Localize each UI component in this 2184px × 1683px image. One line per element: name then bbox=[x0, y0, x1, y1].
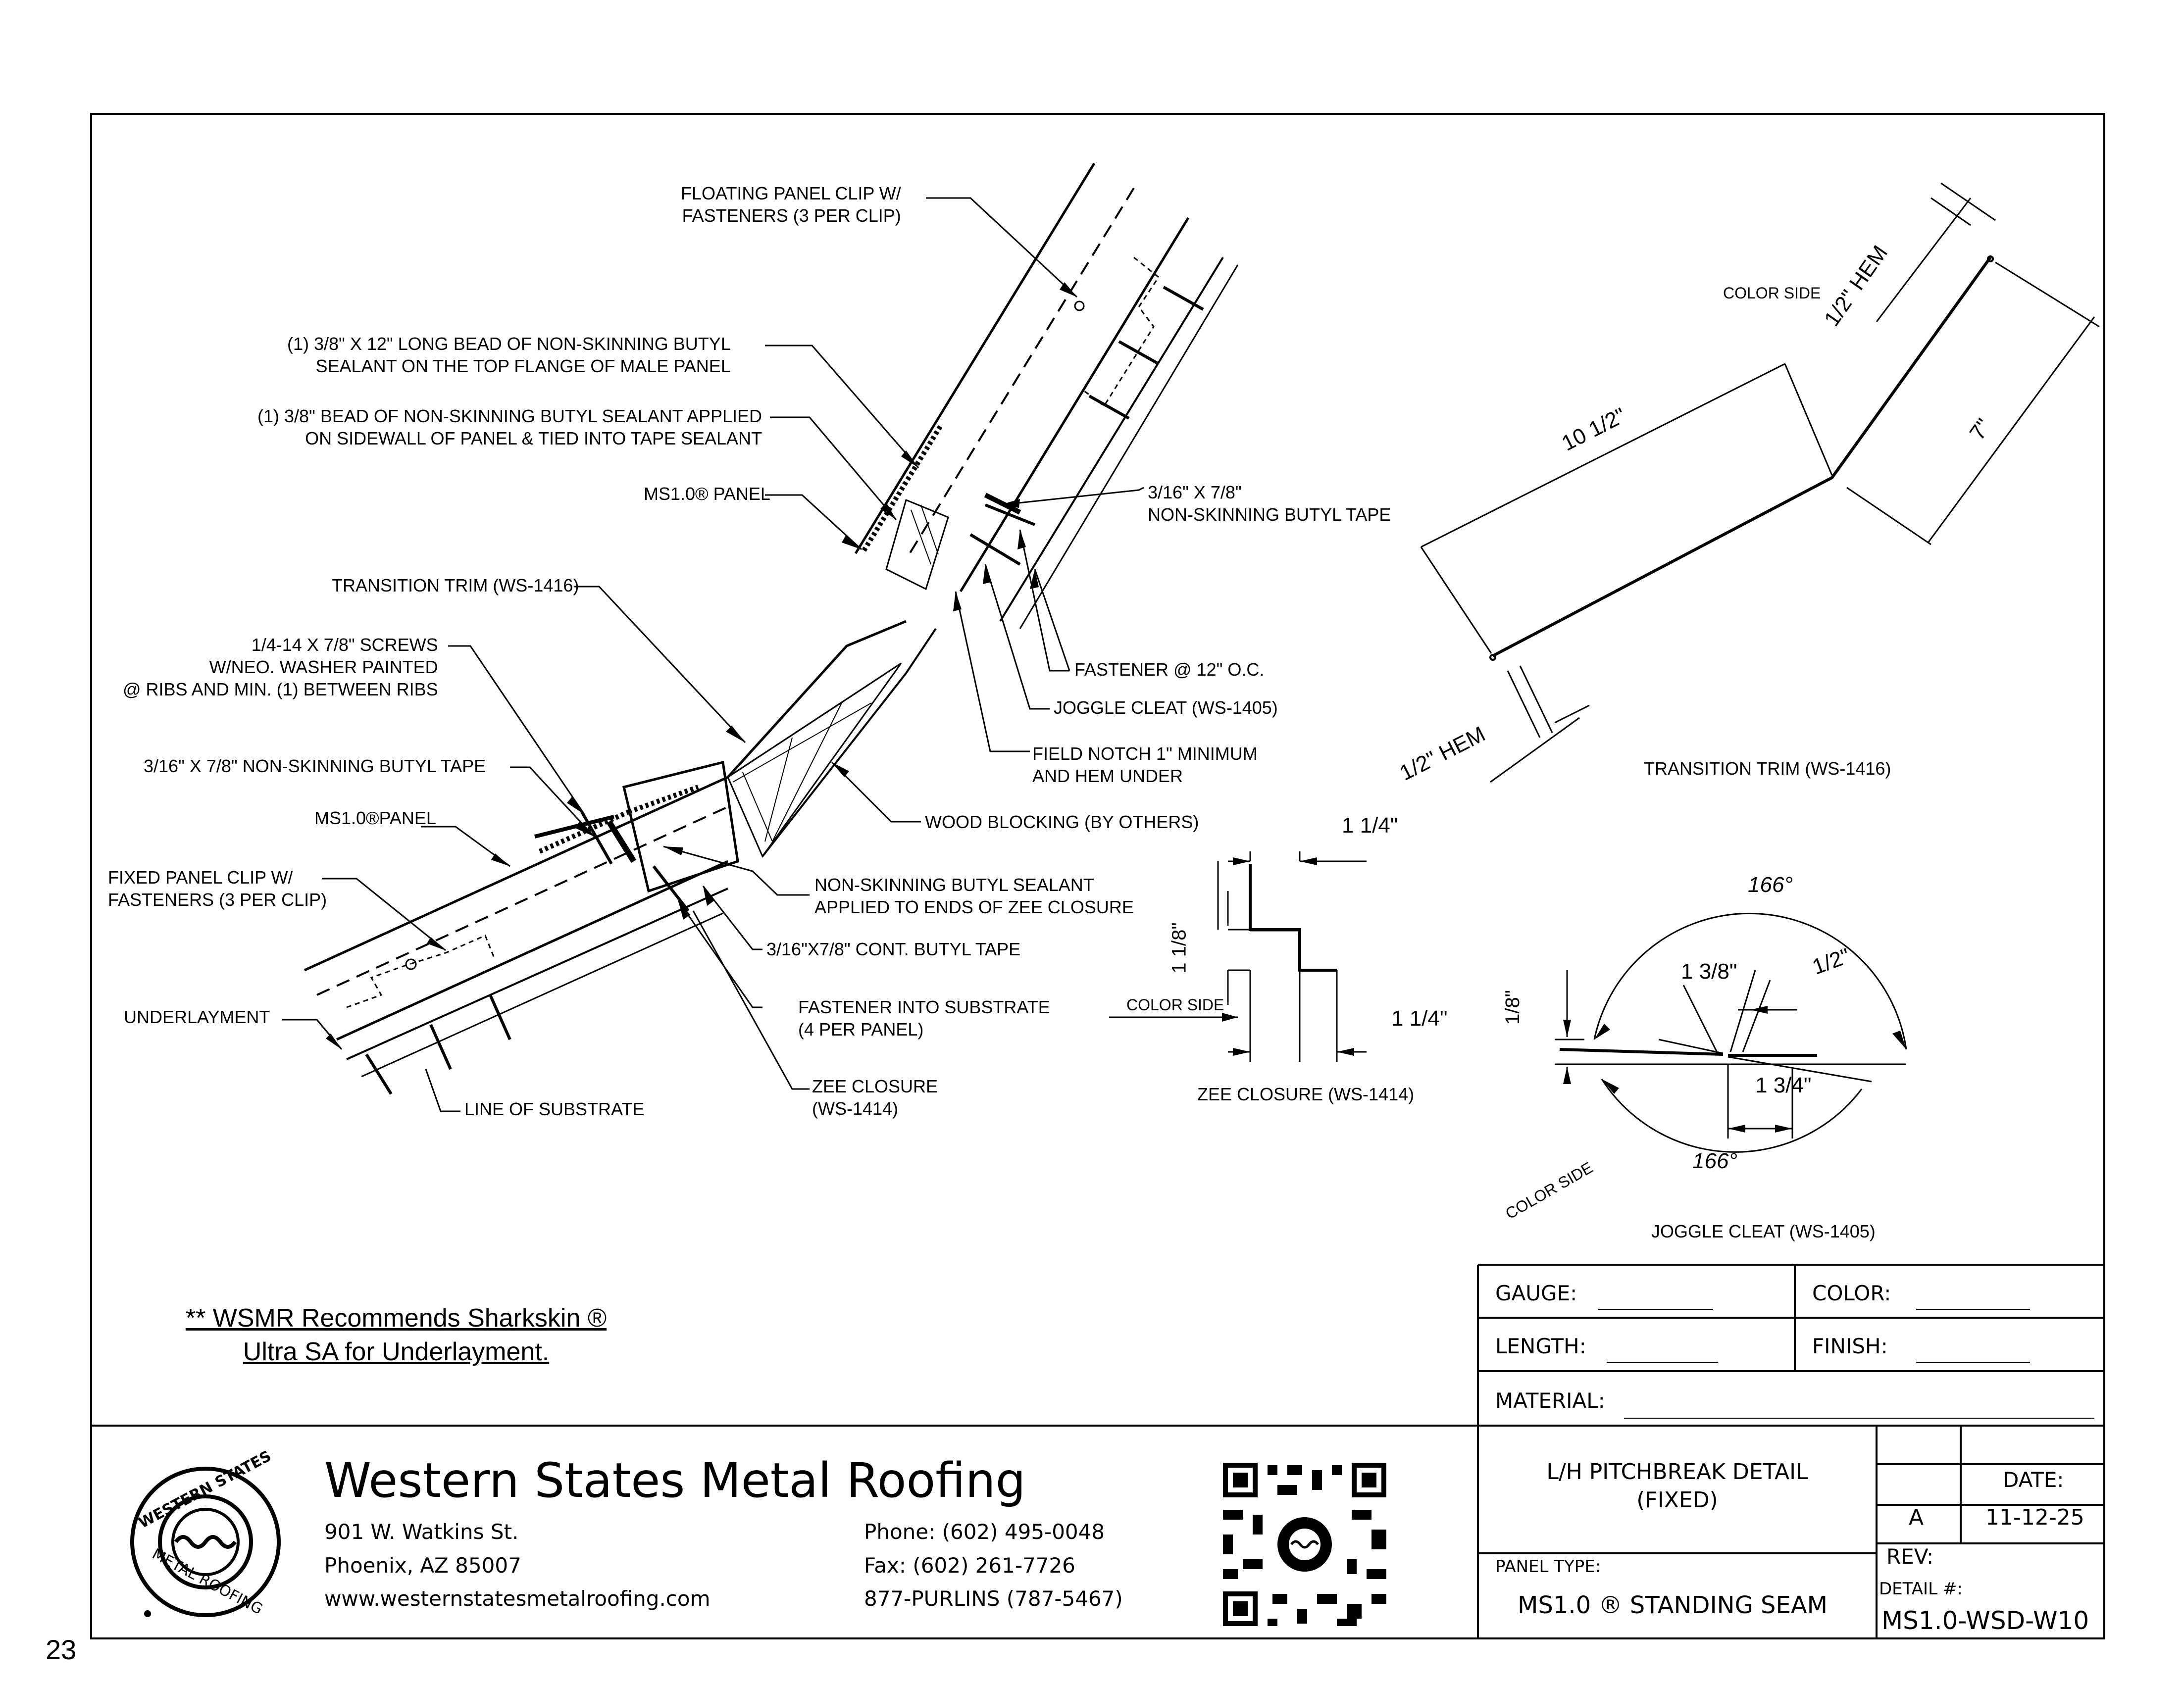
revision-date: 11-12-25 bbox=[1985, 1505, 2084, 1530]
zee-closure-label: ZEE CLOSURE (WS-1414) bbox=[812, 1076, 938, 1119]
zee-dim-bottom-label: 1 1/4" bbox=[1391, 1006, 1448, 1031]
zee-color-side-label: COLOR SIDE bbox=[1126, 996, 1224, 1014]
zee-dim-mid-label: 1 1/8" bbox=[1168, 922, 1190, 974]
wood-blocking-label: WOOD BLOCKING (BY OTHERS) bbox=[925, 812, 1199, 832]
butyl-sealant-zee-label: NON-SKINNING BUTYL SEALANT APPLIED TO EN… bbox=[814, 875, 1134, 917]
zee-closure-arrowheads bbox=[1222, 857, 1354, 1056]
fastener-12oc-label: FASTENER @ 12" O.C. bbox=[1074, 659, 1265, 680]
panel-type-value: MS1.0 ® STANDING SEAM bbox=[1518, 1591, 1828, 1619]
joggle-dim-18-label: 1/8" bbox=[1501, 990, 1524, 1025]
ms-panel-lower-label: MS1.0®PANEL bbox=[314, 808, 436, 828]
trim-color-side-label: COLOR SIDE bbox=[1723, 284, 1821, 302]
fixed-clip-label: FIXED PANEL CLIP W/ FASTENERS (3 PER CLI… bbox=[108, 867, 327, 910]
butyl-bead-side-label: (1) 3/8" BEAD OF NON-SKINNING BUTYL SEAL… bbox=[257, 406, 762, 448]
note-line-2: Ultra SA for Underlayment. bbox=[243, 1337, 550, 1366]
company-logo bbox=[130, 1467, 281, 1617]
company-address-2: Phoenix, AZ 85007 bbox=[324, 1553, 521, 1578]
page-number: 23 bbox=[46, 1634, 77, 1665]
drawing-frame bbox=[90, 113, 2105, 1639]
leader-lines bbox=[282, 197, 1144, 1112]
company-name: Western States Metal Roofing bbox=[324, 1453, 1026, 1508]
color-label: COLOR: bbox=[1812, 1281, 1891, 1305]
underlayment-note: ** WSMR Recommends Sharkskin ® Ultra SA … bbox=[149, 1302, 644, 1369]
transition-trim-geometry bbox=[727, 620, 937, 858]
material-label: MATERIAL: bbox=[1495, 1388, 1605, 1413]
company-phone: Phone: (602) 495-0048 bbox=[864, 1520, 1105, 1544]
zee-detail-title: ZEE CLOSURE (WS-1414) bbox=[1197, 1084, 1415, 1104]
panel-type-label: PANEL TYPE: bbox=[1495, 1557, 1601, 1577]
company-website: www.westernstatesmetalroofing.com bbox=[324, 1586, 711, 1611]
trim-profile-detail bbox=[1420, 182, 2100, 783]
date-label: DATE: bbox=[2003, 1468, 2064, 1492]
length-label: LENGTH: bbox=[1495, 1334, 1586, 1358]
screws-label: 1/4-14 X 7/8" SCREWS W/NEO. WASHER PAINT… bbox=[123, 635, 438, 699]
company-address-1: 901 W. Watkins St. bbox=[324, 1520, 519, 1544]
note-line-1: ** WSMR Recommends Sharkskin ® bbox=[185, 1304, 607, 1333]
cont-butyl-tape-label: 3/16"X7/8" CONT. BUTYL TAPE bbox=[766, 939, 1021, 959]
joggle-angle-bottom-label: 166° bbox=[1692, 1149, 1738, 1173]
rev-label: REV: bbox=[1886, 1544, 1934, 1569]
qr-code bbox=[1223, 1463, 1386, 1626]
trim-detail-title: TRANSITION TRIM (WS-1416) bbox=[1644, 758, 1891, 779]
company-purlins: 877-PURLINS (787-5467) bbox=[864, 1586, 1123, 1611]
underlayment-label: UNDERLAYMENT bbox=[124, 1007, 270, 1027]
detail-number: MS1.0-WSD-W10 bbox=[1881, 1606, 2089, 1635]
transition-trim-label: TRANSITION TRIM (WS-1416) bbox=[332, 575, 579, 595]
fastener-substrate-label: FASTENER INTO SUBSTRATE (4 PER PANEL) bbox=[798, 997, 1050, 1040]
lower-panel-assembly bbox=[304, 760, 739, 1078]
joggle-detail-title: JOGGLE CLEAT (WS-1405) bbox=[1651, 1221, 1876, 1241]
zee-dim-top-label: 1 1/4" bbox=[1342, 813, 1398, 838]
detail-title: L/H PITCHBREAK DETAIL (FIXED) bbox=[1546, 1459, 1808, 1513]
joggle-dim-134-label: 1 3/4" bbox=[1755, 1073, 1812, 1097]
joggle-dim-138-label: 1 3/8" bbox=[1681, 959, 1737, 984]
upper-fasteners bbox=[969, 286, 1204, 566]
joggle-cleat-detail bbox=[1555, 912, 1907, 1153]
upper-panel-assembly bbox=[854, 162, 1239, 629]
detail-number-label: DETAIL #: bbox=[1879, 1579, 1963, 1599]
joggle-cleat-label: JOGGLE CLEAT (WS-1405) bbox=[1054, 697, 1278, 718]
ms-panel-upper-label: MS1.0® PANEL bbox=[644, 484, 770, 504]
spec-blanks bbox=[1598, 1309, 2094, 1419]
joggle-arrowheads bbox=[1563, 1006, 1906, 1133]
gauge-label: GAUGE: bbox=[1495, 1281, 1577, 1305]
finish-label: FINISH: bbox=[1812, 1334, 1888, 1358]
zee-closure-detail bbox=[1109, 851, 1367, 1062]
line-of-substrate-label: LINE OF SUBSTRATE bbox=[464, 1099, 645, 1119]
field-notch-label: FIELD NOTCH 1" MINIMUM AND HEM UNDER bbox=[1032, 743, 1258, 786]
butyl-tape-lower-label: 3/16" X 7/8" NON-SKINNING BUTYL TAPE bbox=[144, 756, 486, 776]
arrowheads bbox=[326, 282, 1077, 1049]
joggle-angle-top-label: 166° bbox=[1748, 873, 1793, 897]
title-block-lines bbox=[90, 1264, 2105, 1639]
butyl-tape-upper-label: 3/16" X 7/8" NON-SKINNING BUTYL TAPE bbox=[1148, 482, 1391, 525]
lower-fasteners bbox=[365, 811, 690, 1095]
floating-clip-label: FLOATING PANEL CLIP W/ FASTENERS (3 PER … bbox=[681, 183, 901, 226]
butyl-bead-top-label: (1) 3/8" X 12" LONG BEAD OF NON-SKINNING… bbox=[287, 334, 731, 376]
company-fax: Fax: (602) 261-7726 bbox=[864, 1553, 1075, 1578]
revision-letter: A bbox=[1909, 1505, 1924, 1530]
